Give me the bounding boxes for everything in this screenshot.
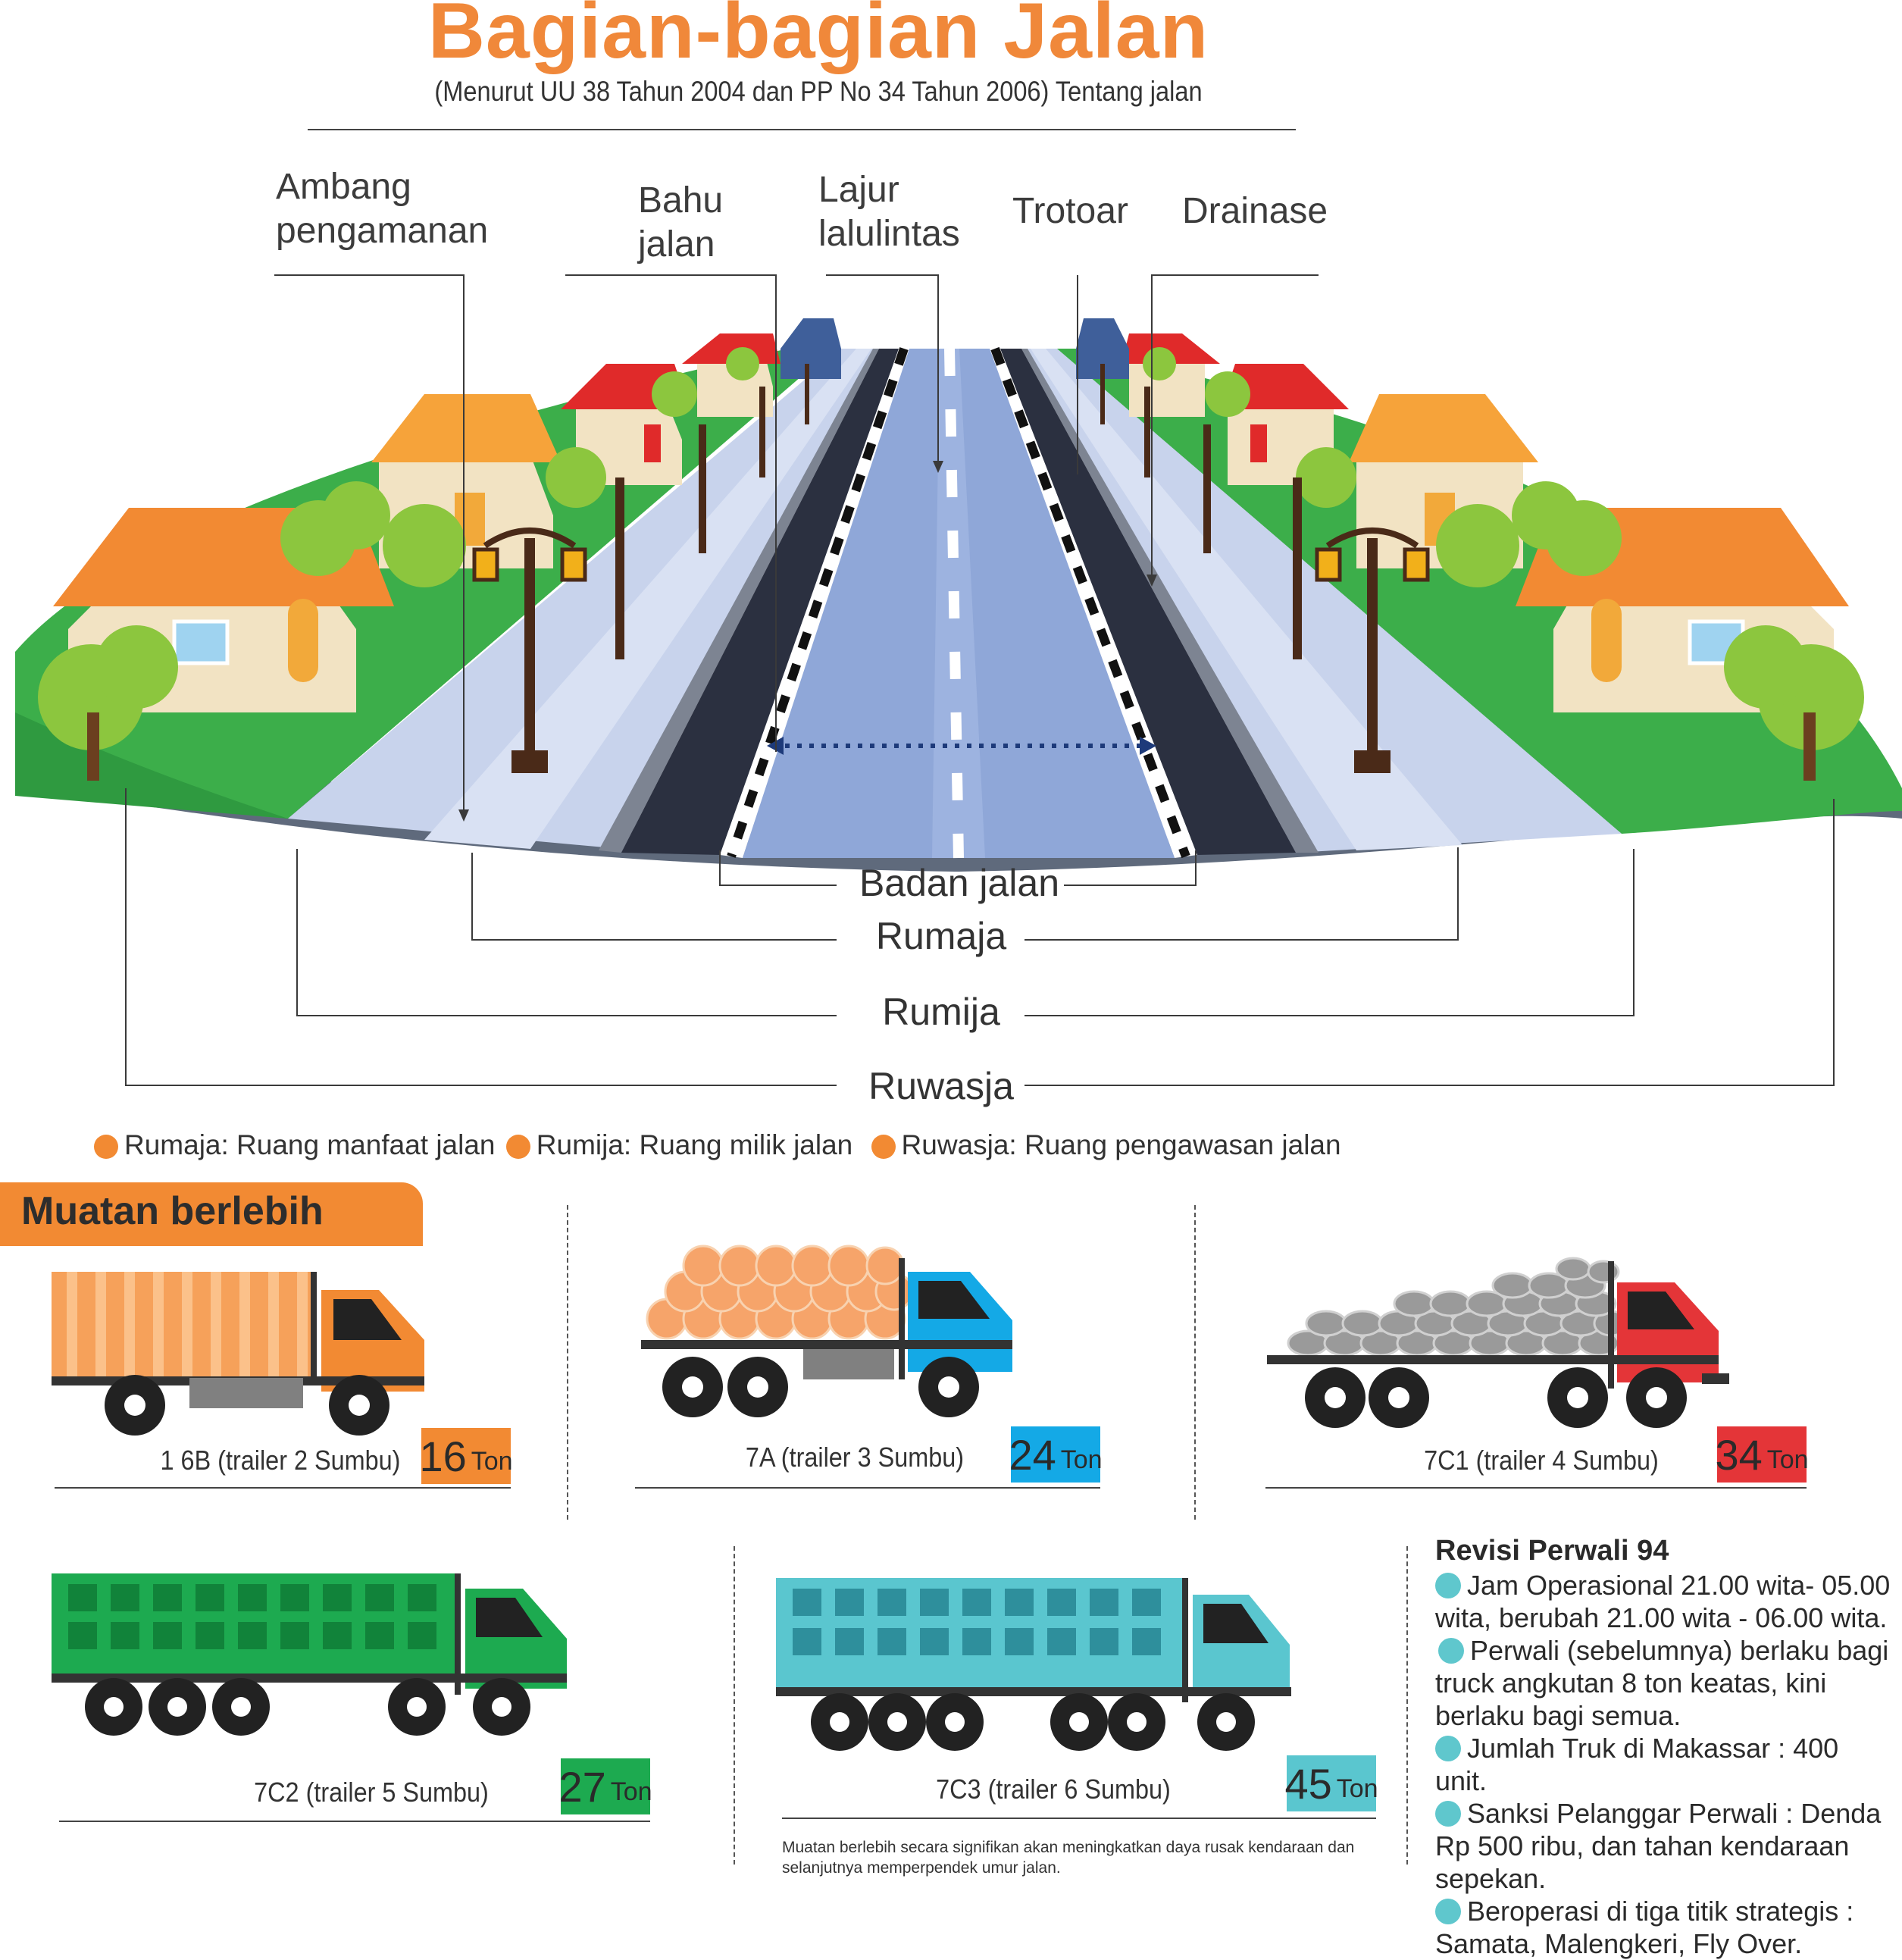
capacity-unit: Ton (1336, 1774, 1378, 1803)
legend-item-rumija: Rumija: Ruang milik jalan (536, 1129, 853, 1160)
truck-label-4: 7C2 (trailer 5 Sumbu) (254, 1777, 489, 1808)
capacity-value: 16 (419, 1432, 467, 1480)
label-trotoar: Trotoar (1012, 191, 1128, 231)
section-tab (0, 1182, 423, 1246)
baseline (782, 1818, 1376, 1819)
capacity-unit: Ton (1060, 1445, 1103, 1474)
legend-dot (505, 1135, 530, 1160)
legend: Rumaja: Ruang manfaat jalan Rumija: Ruan… (91, 1129, 1341, 1161)
divider (734, 1546, 735, 1865)
divider (567, 1205, 568, 1520)
sidewalk-left (288, 349, 875, 849)
perwali-panel: Revisi Perwali 94 Jam Operasional 21.00 … (1435, 1535, 1897, 1960)
truck-2-axle (52, 1272, 424, 1436)
overload-note: Muatan berlebih secara signifikan akan m… (782, 1839, 1355, 1877)
truck-3-axle (641, 1245, 1012, 1417)
truck-label-3: 7C1 (trailer 4 Sumbu) (1424, 1445, 1659, 1476)
truck-4-axle (1267, 1257, 1729, 1428)
bullet-dot (1435, 1573, 1461, 1598)
baseline (59, 1821, 650, 1822)
capacity-unit: Ton (471, 1446, 513, 1476)
truck-label-5: 7C3 (trailer 6 Sumbu) (936, 1774, 1171, 1805)
bullet-dot (1435, 1736, 1461, 1761)
label-drainase: Drainase (1182, 191, 1328, 231)
page-title: Bagian-bagian Jalan (427, 0, 1209, 75)
bracket-badan-jalan: Badan jalan (859, 862, 1060, 904)
street-lamps (472, 364, 1430, 773)
legend-item-ruwasja: Ruwasja: Ruang pengawasan jalan (901, 1129, 1341, 1160)
baseline (635, 1487, 1100, 1489)
shoulder-right (999, 349, 1296, 855)
baseline (55, 1487, 511, 1489)
capacity-unit: Ton (1766, 1445, 1809, 1474)
bracket-rumaja: Rumaja (875, 915, 1007, 957)
divider (1406, 1546, 1408, 1865)
sidewalk-right (1023, 349, 1622, 853)
road-illustration (15, 318, 1902, 872)
capacity-value: 45 (1284, 1759, 1332, 1808)
shoulder-left (621, 349, 902, 855)
label-bahu-jalan: Bahu jalan (638, 180, 724, 265)
perwali-item: Jam Operasional 21.00 wita- 05.00 wita, … (1435, 1570, 1891, 1633)
perwali-item: Perwali (sebelumnya) berlaku bagi truck … (1435, 1635, 1889, 1731)
truck-6-axle (776, 1578, 1291, 1751)
capacity-value: 34 (1715, 1430, 1763, 1479)
label-leaders (125, 274, 1835, 1086)
house-left-mid (371, 394, 561, 568)
bullet-dot (1435, 1899, 1461, 1924)
bullet-dot (1438, 1638, 1464, 1664)
section-title: Muatan berlebih (21, 1189, 324, 1233)
perwali-title: Revisi Perwali 94 (1435, 1535, 1669, 1567)
label-ambang-pengamanan: Ambang pengamanan (276, 167, 489, 251)
perwali-item: Sanksi Pelanggar Perwali : Denda Rp 500 … (1435, 1798, 1882, 1894)
bracket-ruwasja: Ruwasja (868, 1065, 1014, 1107)
bracket-rumija: Rumija (882, 991, 1000, 1033)
divider (1194, 1205, 1196, 1520)
title-divider (308, 129, 1296, 130)
capacity-value: 27 (558, 1762, 606, 1811)
capacity-value: 24 (1009, 1430, 1056, 1479)
capacity-unit: Ton (610, 1777, 652, 1806)
perwali-item: Jumlah Truk di Makassar : 400 unit. (1435, 1733, 1839, 1796)
truck-5-axle (52, 1573, 567, 1736)
truck-label-1: 1 6B (trailer 2 Sumbu) (160, 1445, 401, 1476)
label-lajur-lalulintas: Lajur lalulintas (818, 170, 960, 254)
trees (38, 347, 1864, 781)
legend-item-rumaja: Rumaja: Ruang manfaat jalan (124, 1129, 496, 1160)
lane-divider (944, 348, 964, 859)
baseline (1265, 1487, 1807, 1489)
legend-dot (94, 1135, 118, 1160)
perwali-item: Beroperasi di tiga titik strategis : Sam… (1435, 1896, 1854, 1959)
legend-dot (871, 1135, 896, 1160)
bullet-dot (1435, 1801, 1461, 1827)
truck-label-2: 7A (trailer 3 Sumbu) (745, 1442, 965, 1473)
page-subtitle: (Menurut UU 38 Tahun 2004 dan PP No 34 T… (434, 76, 1203, 107)
